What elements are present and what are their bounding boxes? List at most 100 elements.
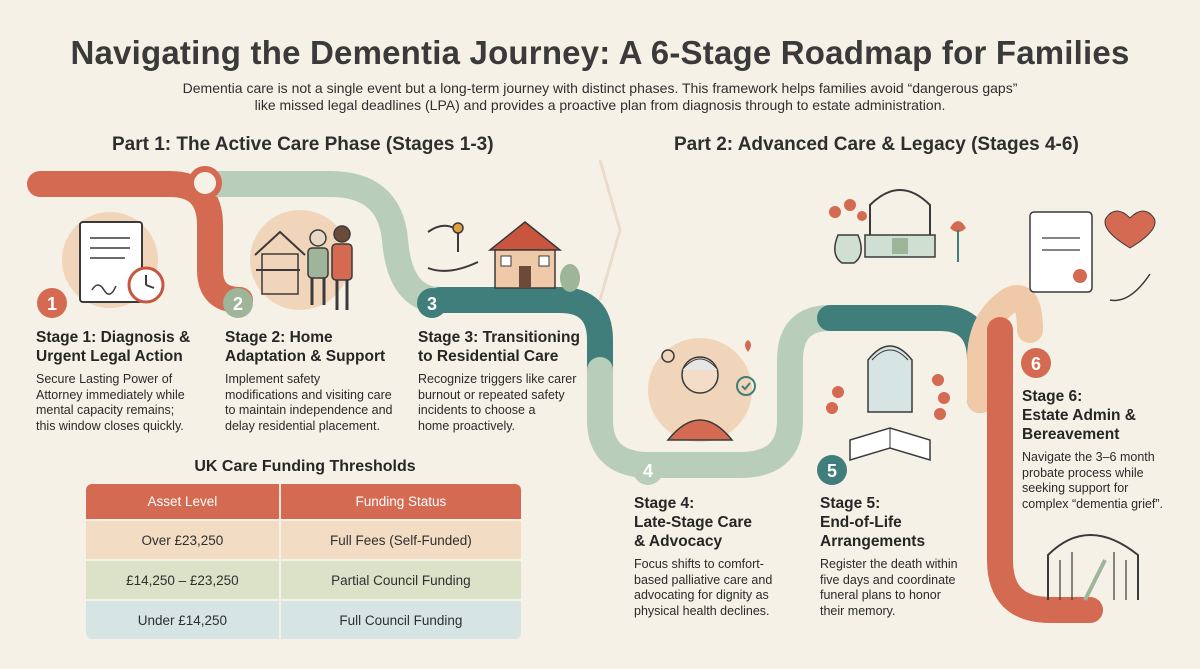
stage-5-desc-line-1: Register the death within bbox=[820, 557, 958, 571]
stage-6-badge: 6 bbox=[1021, 348, 1051, 378]
stage-2-title-line-2: Adaptation & Support bbox=[225, 348, 386, 365]
stage-3-desc-line-2: burnout or repeated safety bbox=[418, 387, 565, 402]
stage-5-desc-line-4: their memory. bbox=[820, 603, 896, 618]
stage-6-desc-line-1: Navigate the 3–6 month bbox=[1022, 450, 1155, 464]
document-clock-icon bbox=[62, 212, 165, 308]
stage-1-desc-line-4: this window closes quickly. bbox=[36, 418, 184, 433]
stage-6-number: 6 bbox=[1031, 354, 1041, 374]
asset-level-header: Asset Level bbox=[86, 484, 281, 519]
stage-5-title-line-1: Stage 5: bbox=[820, 495, 881, 512]
stage-6-desc-line-4: complex “dementia grief”. bbox=[1022, 496, 1164, 511]
stage-1-desc-line-1: Secure Lasting Power of bbox=[36, 372, 173, 386]
stage-2-desc-line-1: Implement safety bbox=[225, 372, 321, 386]
part-2-heading: Part 2: Advanced Care & Legacy (Stages 4… bbox=[674, 134, 1079, 155]
stage-1-title-line-2: Urgent Legal Action bbox=[36, 348, 183, 365]
stage-6-title-line-3: Bereavement bbox=[1022, 426, 1120, 443]
funding-table-header-row: Asset Level Funding Status bbox=[86, 484, 521, 519]
stage-4-card: Stage 4: Late-Stage Care & Advocacy Focu… bbox=[634, 494, 794, 619]
stage-4-title: Stage 4: Late-Stage Care & Advocacy bbox=[634, 494, 794, 551]
stage-2-desc-line-2: modifications and visiting care bbox=[225, 387, 392, 402]
part-1-heading: Part 1: The Active Care Phase (Stages 1-… bbox=[112, 134, 494, 155]
intro-text: Dementia care is not a single event but … bbox=[170, 80, 1030, 114]
stage-3-number: 3 bbox=[427, 294, 437, 314]
stage-4-title-line-2: Late-Stage Care bbox=[634, 514, 753, 531]
stage-3-desc-line-3: incidents to choose a bbox=[418, 403, 536, 417]
scroll-heart-icon bbox=[1029, 210, 1156, 302]
stage-2-description: Implement safety modifications and visit… bbox=[225, 372, 415, 434]
stage-3-badge: 3 bbox=[417, 288, 447, 318]
stage-6-desc-line-2: probate process while bbox=[1022, 465, 1144, 480]
stage-4-desc-line-1: Focus shifts to comfort- bbox=[634, 557, 764, 571]
page-title: Navigating the Dementia Journey: A 6-Sta… bbox=[70, 34, 1130, 71]
stage-5-desc-line-3: funeral plans to honor bbox=[820, 588, 941, 602]
funding-table-title: UK Care Funding Thresholds bbox=[194, 458, 416, 475]
stage-5-badge: 5 bbox=[817, 455, 847, 485]
stage-3-title-line-1: Stage 3: Transitioning bbox=[418, 329, 580, 346]
stage-4-desc-line-3: advocating for dignity as bbox=[634, 588, 769, 602]
stage-1-badge: 1 bbox=[37, 288, 67, 318]
stage-5-title-line-3: Arrangements bbox=[820, 533, 926, 550]
stage-1-desc-line-3: mental capacity remains; bbox=[36, 403, 175, 417]
gates-icon bbox=[1047, 534, 1139, 601]
stage-2-desc-line-3: to maintain independence and bbox=[225, 403, 393, 417]
stage-2-number: 2 bbox=[233, 294, 243, 314]
stage-1-description: Secure Lasting Power of Attorney immedia… bbox=[36, 372, 216, 434]
stage-6-title-line-2: Estate Admin & bbox=[1022, 407, 1136, 424]
funding-status-cell: Partial Council Funding bbox=[280, 559, 521, 599]
stage-4-desc-line-4: physical health declines. bbox=[634, 603, 770, 618]
stage-5-card: Stage 5: End-of-Life Arrangements Regist… bbox=[820, 494, 980, 619]
stage-6-card: Stage 6: Estate Admin & Bereavement Navi… bbox=[1022, 387, 1182, 512]
asset-level-cell: £14,250 – £23,250 bbox=[86, 559, 281, 599]
stage-2-badge: 2 bbox=[223, 288, 253, 318]
key-house-icon bbox=[427, 221, 580, 292]
table-row: Under £14,250 Full Council Funding bbox=[86, 599, 521, 639]
table-row: £14,250 – £23,250 Partial Council Fundin… bbox=[86, 559, 521, 599]
funding-status-header: Funding Status bbox=[280, 484, 521, 519]
memorial-flowers-icon bbox=[829, 189, 966, 264]
headstone-book-icon bbox=[826, 345, 950, 462]
stage-1-title: Stage 1: Diagnosis & Urgent Legal Action bbox=[36, 328, 216, 366]
stage-3-description: Recognize triggers like carer burnout or… bbox=[418, 372, 593, 434]
stage-3-card: Stage 3: Transitioning to Residential Ca… bbox=[418, 328, 593, 434]
funding-table: Asset Level Funding Status Over £23,250 … bbox=[86, 484, 521, 639]
stage-6-desc-line-3: seeking support for bbox=[1022, 481, 1129, 495]
intro-line-1: Dementia care is not a single event but … bbox=[182, 80, 1018, 96]
palliative-care-icon bbox=[648, 338, 756, 442]
home-support-icon bbox=[250, 210, 353, 310]
stage-4-number: 4 bbox=[643, 461, 653, 481]
stage-4-title-line-1: Stage 4: bbox=[634, 495, 695, 512]
stage-3-title-line-2: to Residential Care bbox=[418, 348, 559, 365]
stage-5-desc-line-2: five days and coordinate bbox=[820, 572, 956, 587]
stage-3-desc-line-4: home proactively. bbox=[418, 418, 516, 433]
stage-2-card: Stage 2: Home Adaptation & Support Imple… bbox=[225, 328, 415, 434]
stage-1-title-line-1: Stage 1: Diagnosis & bbox=[36, 329, 191, 346]
stage-2-title-line-1: Stage 2: Home bbox=[225, 329, 333, 346]
intro-line-2: like missed legal deadlines (LPA) and pr… bbox=[254, 97, 946, 113]
stage-2-title: Stage 2: Home Adaptation & Support bbox=[225, 328, 415, 366]
stage-5-number: 5 bbox=[827, 461, 837, 481]
stage-6-description: Navigate the 3–6 month probate process w… bbox=[1022, 450, 1182, 512]
stage-4-desc-line-2: based palliative care and bbox=[634, 572, 773, 587]
stage-3-title: Stage 3: Transitioning to Residential Ca… bbox=[418, 328, 593, 366]
roadmap-path bbox=[27, 166, 1103, 623]
stage-4-description: Focus shifts to comfort- based palliativ… bbox=[634, 557, 794, 619]
asset-level-cell: Under £14,250 bbox=[86, 599, 281, 639]
funding-status-cell: Full Council Funding bbox=[280, 599, 521, 639]
stage-6-title: Stage 6: Estate Admin & Bereavement bbox=[1022, 387, 1182, 444]
stage-5-title: Stage 5: End-of-Life Arrangements bbox=[820, 494, 980, 551]
asset-level-cell: Over £23,250 bbox=[86, 519, 281, 559]
stage-2-desc-line-4: delay residential placement. bbox=[225, 418, 380, 433]
stage-1-card: Stage 1: Diagnosis & Urgent Legal Action… bbox=[36, 328, 216, 434]
stage-5-description: Register the death within five days and … bbox=[820, 557, 980, 619]
stage-1-number: 1 bbox=[47, 294, 57, 314]
table-row: Over £23,250 Full Fees (Self-Funded) bbox=[86, 519, 521, 559]
stage-6-title-line-1: Stage 6: bbox=[1022, 388, 1083, 405]
funding-status-cell: Full Fees (Self-Funded) bbox=[280, 519, 521, 559]
stage-5-title-line-2: End-of-Life bbox=[820, 514, 902, 531]
stage-4-title-line-3: & Advocacy bbox=[634, 533, 723, 550]
stage-3-desc-line-1: Recognize triggers like carer bbox=[418, 372, 577, 386]
stage-4-badge: 4 bbox=[633, 455, 663, 485]
stage-1-desc-line-2: Attorney immediately while bbox=[36, 387, 185, 402]
divider-arrow bbox=[598, 159, 622, 301]
